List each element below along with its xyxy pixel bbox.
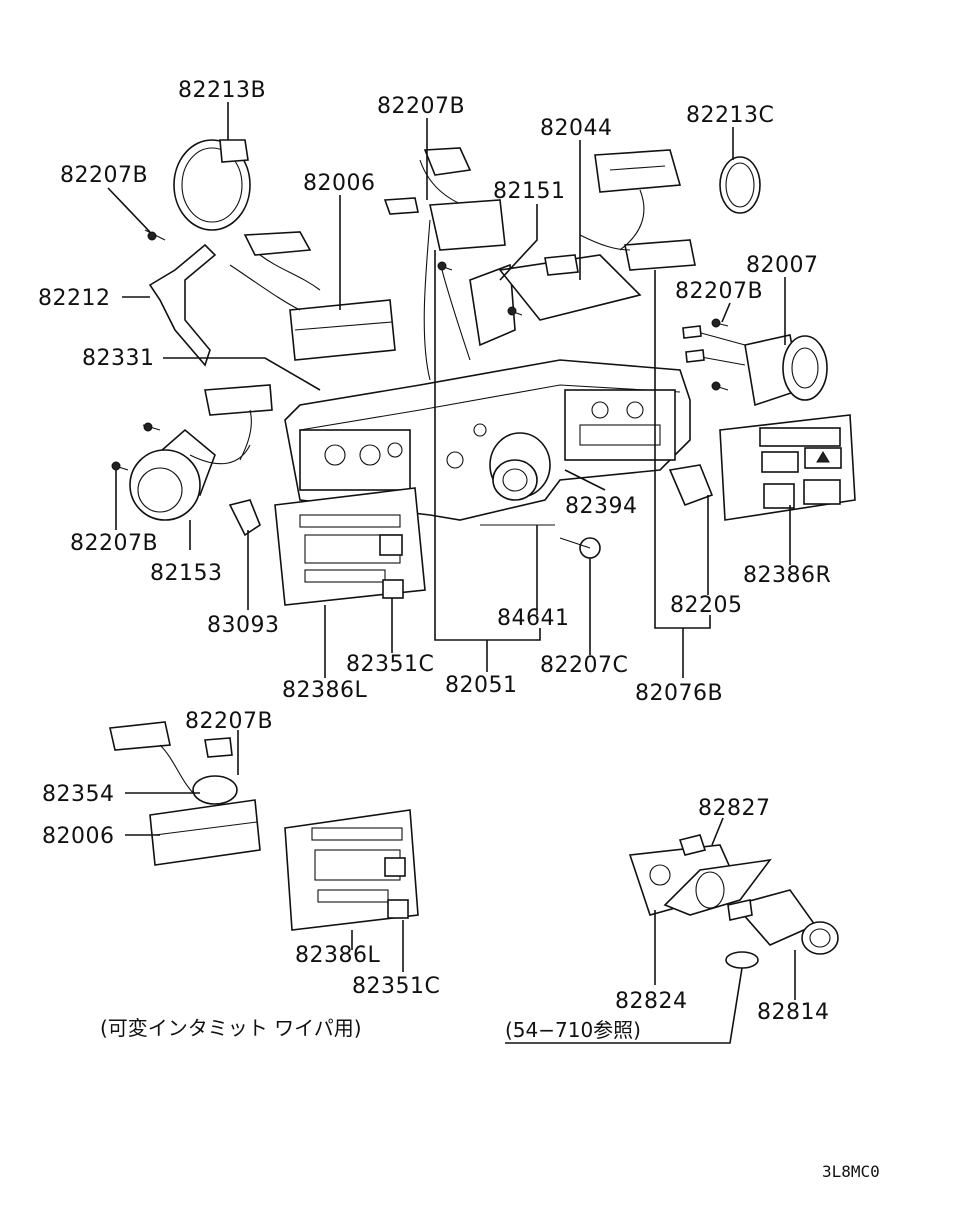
label-82386L: 82386L [282,678,367,703]
label-82212: 82212 [38,286,111,311]
label-82331: 82331 [82,346,155,371]
note-variable-wiper: (可変インタミット ワイパ用) [100,1016,362,1040]
label-82007: 82007 [746,253,819,278]
label-82076B: 82076B [635,681,723,706]
drawing-code: 3L8MC0 [822,1162,880,1181]
label-82386R: 82386R [743,563,831,588]
label-82207B-right: 82207B [675,279,763,304]
main-assembly [111,139,856,606]
label-82213B: 82213B [178,78,266,103]
label-82006: 82006 [303,171,376,196]
label-82207B-top: 82207B [377,94,465,119]
label-82207B-lower: 82207B [70,531,158,556]
label-82207B-left: 82207B [60,163,148,188]
label-82044: 82044 [540,116,613,141]
label-82386L-sub: 82386L [295,943,380,968]
label-82814: 82814 [757,1000,830,1025]
label-82824: 82824 [615,989,688,1014]
lighter-assembly [628,834,839,969]
label-82051: 82051 [445,673,518,698]
label-83093: 83093 [207,613,280,638]
label-82205: 82205 [670,593,743,618]
label-82151: 82151 [493,179,566,204]
label-82006-sub: 82006 [42,824,115,849]
label-82827: 82827 [698,796,771,821]
part-labels: 82213B 82207B 82044 82213C 82207B 82006 … [38,78,831,1025]
label-82207B-sub: 82207B [185,709,273,734]
note-reference: (54−710参照) [505,1018,641,1042]
label-82354: 82354 [42,782,115,807]
leader-lines [107,102,796,1044]
screw-glyphs [111,229,729,471]
label-82351C-sub: 82351C [352,974,440,999]
label-82207C: 82207C [540,653,628,678]
sub-assembly-wiper [109,721,419,931]
label-82153: 82153 [150,561,223,586]
label-82394: 82394 [565,494,638,519]
label-82213C: 82213C [686,103,774,128]
label-82351C: 82351C [346,652,434,677]
label-84641: 84641 [497,606,570,631]
